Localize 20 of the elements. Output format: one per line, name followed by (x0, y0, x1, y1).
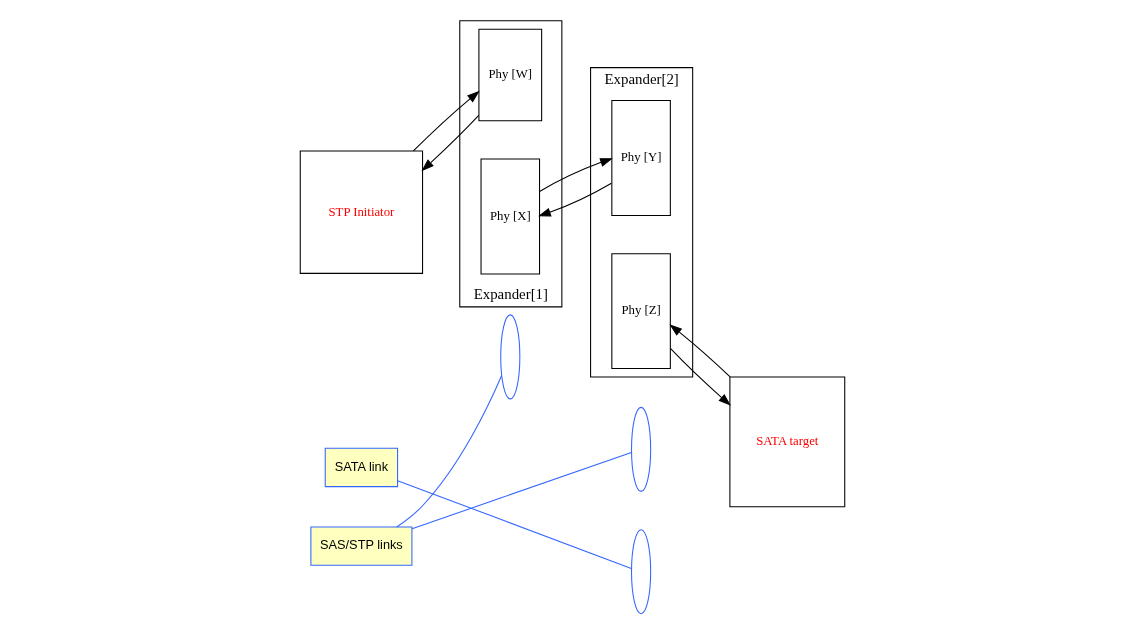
connector (396, 480, 632, 569)
node-box: Phy [Z] (610, 253, 671, 370)
node-ellipse (630, 406, 651, 492)
arrow (420, 114, 479, 172)
node-ellipse (499, 314, 520, 400)
node-ellipse (630, 529, 651, 615)
arrow (668, 324, 731, 378)
connector (411, 451, 632, 530)
node-box: Phy [Y] (610, 100, 671, 216)
arrow (537, 182, 612, 217)
node-box: SATA link (324, 447, 398, 488)
node-box: Phy [X] (480, 158, 540, 275)
connector (395, 375, 502, 528)
node-box: STP Initiator (299, 150, 423, 274)
arrow (538, 158, 613, 193)
arrow (669, 348, 731, 406)
arrow (412, 90, 480, 152)
node-box: SATA target (728, 376, 845, 508)
node-box: Phy [W] (477, 28, 542, 122)
node-box: SAS/STP links (309, 526, 412, 566)
